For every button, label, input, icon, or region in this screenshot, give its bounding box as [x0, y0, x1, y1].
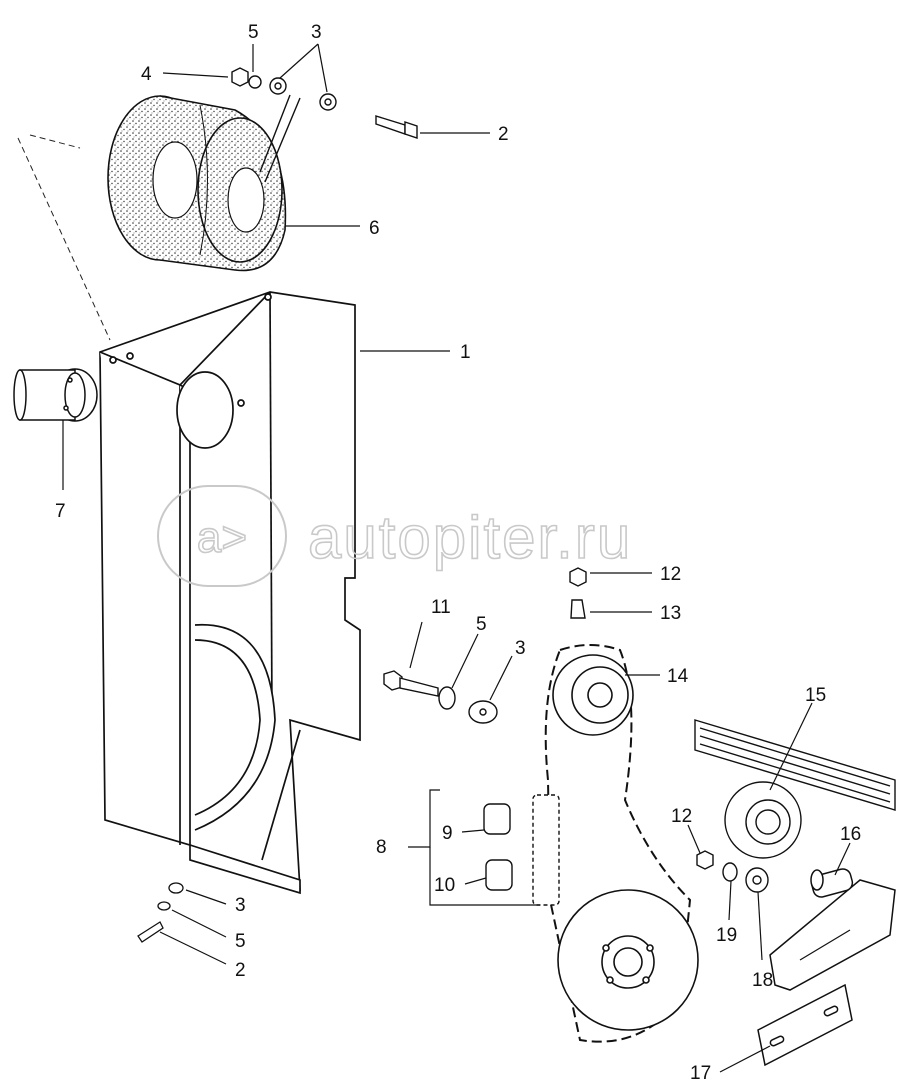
callout-5-bot: 5	[235, 931, 246, 952]
large-sprocket	[557, 889, 699, 1031]
callout-2-top: 2	[498, 124, 509, 145]
bolt-assembly-11	[383, 670, 498, 724]
callout-13: 13	[660, 603, 681, 624]
callout-4: 4	[141, 64, 152, 85]
bushing-part-7	[13, 368, 98, 422]
callout-3-top: 3	[311, 22, 322, 43]
callout-10: 10	[434, 875, 455, 896]
bottom-fasteners	[137, 882, 184, 943]
callout-5-top: 5	[248, 22, 259, 43]
callout-12-top: 12	[660, 564, 681, 585]
watermark: a> autopiter.ru	[157, 485, 632, 587]
callout-12-bot: 12	[671, 806, 692, 827]
pulley-alignment-lines	[17, 134, 111, 341]
callout-8: 8	[376, 837, 387, 858]
callout-14: 14	[667, 666, 689, 687]
drive-chain	[544, 644, 692, 1043]
shaft-sprocket-15	[694, 719, 896, 859]
bolt-part-2-top	[375, 115, 418, 139]
callout-17: 17	[690, 1063, 711, 1084]
callout-19: 19	[716, 925, 737, 946]
callout-5-mid: 5	[476, 614, 487, 635]
callout-7: 7	[55, 501, 66, 522]
watermark-text: autopiter.ru	[308, 504, 632, 571]
chain-links-9-10	[483, 794, 560, 906]
tensioner-bracket-16	[769, 868, 896, 991]
callout-6: 6	[369, 218, 380, 239]
callout-labels: 5 3 4 2 6 1 7 12 13 11 5 3 14 15 8 9 10 …	[55, 22, 861, 1084]
watermark-symbol: a>	[197, 513, 247, 562]
leader-lines	[62, 43, 851, 1073]
callout-15: 15	[805, 685, 826, 706]
pulley-part-6	[107, 95, 287, 272]
watermark-badge	[157, 485, 287, 587]
nut-pin-12-13	[569, 567, 587, 619]
fasteners-12-18-19	[696, 850, 769, 893]
callout-3-mid: 3	[515, 638, 526, 659]
small-sprocket-14	[552, 654, 634, 736]
callout-2-bot: 2	[235, 960, 246, 981]
callout-18: 18	[752, 970, 773, 991]
top-fasteners	[231, 67, 337, 183]
housing-part-1	[99, 291, 361, 895]
callout-3-bot: 3	[235, 895, 246, 916]
callout-1: 1	[460, 342, 471, 363]
callout-11: 11	[431, 597, 451, 618]
callout-9: 9	[442, 823, 453, 844]
callout-16: 16	[840, 824, 861, 845]
plate-part-17	[757, 983, 853, 1067]
